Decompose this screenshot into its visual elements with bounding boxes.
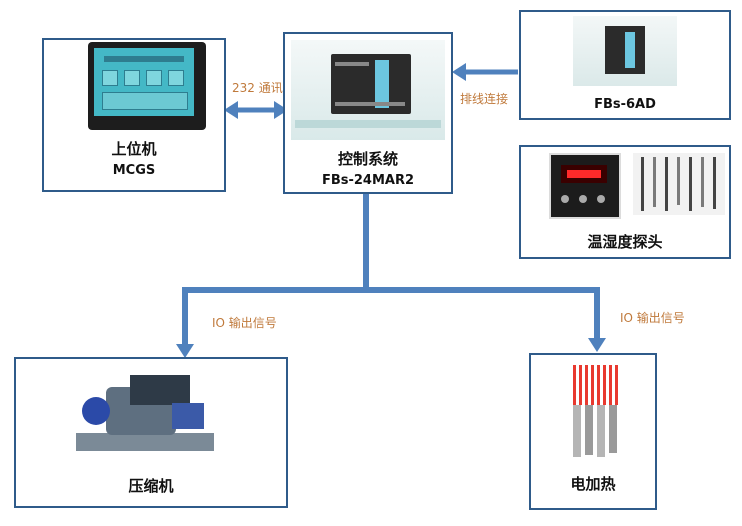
control-subtitle: FBs-24MAR2 — [321, 173, 415, 188]
io-label-right: IO 输出信号 — [620, 311, 685, 325]
heater-title: 电加热 — [570, 475, 616, 493]
upper-computer-node: 上位机 MCGS — [42, 38, 226, 192]
probe-node: 温湿度探头 — [519, 145, 731, 259]
ad-module-title: FBs-6AD — [594, 97, 656, 112]
cable-label: 排线连接 — [460, 92, 509, 106]
io-label-left: IO 输出信号 — [212, 316, 277, 330]
control-title: 控制系统 — [337, 150, 398, 168]
hmi-image — [88, 42, 206, 130]
comm-arrow — [224, 101, 288, 119]
plc-image — [291, 40, 445, 140]
cable-arrow — [452, 63, 518, 81]
control-system-node: 控制系统 FBs-24MAR2 — [283, 32, 453, 194]
probe-title: 温湿度探头 — [587, 233, 663, 251]
comm-label: 232 通讯 — [232, 81, 283, 95]
upper-title: 上位机 — [111, 140, 157, 158]
compressor-title: 压缩机 — [128, 477, 174, 495]
io-trunk — [176, 193, 606, 358]
heater-image — [569, 365, 623, 459]
compressor-node: 压缩机 — [14, 357, 288, 508]
probe-sensors-image — [633, 153, 725, 215]
heater-node: 电加热 — [529, 353, 657, 510]
temperature-controller-image — [549, 153, 621, 219]
upper-subtitle: MCGS — [112, 163, 156, 178]
ad-module-node: FBs-6AD — [519, 10, 731, 120]
compressor-image — [76, 373, 214, 461]
ad-module-image — [573, 16, 677, 86]
